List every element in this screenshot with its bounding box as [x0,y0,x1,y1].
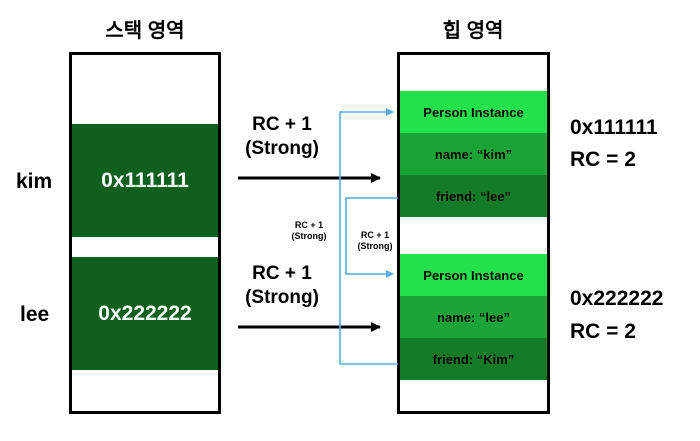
strong-text: (Strong) [245,286,319,308]
heap-object-lee: Person Instance name: “lee” friend: “Kim… [400,254,547,380]
object-address-kim: 0x111111 [570,116,658,139]
rc-text: RC + 1 [360,230,390,240]
strong-text: (Strong) [291,231,327,242]
strong-text: (Strong) [245,137,319,159]
object-friend-field: friend: “Kim” [400,338,547,380]
stack-slot-lee: 0x222222 [72,257,218,370]
object-rc-kim: RC = 2 [570,148,636,171]
var-label-kim: kim [16,170,53,193]
object-name-field: name: “lee” [400,296,547,338]
object-friend-field: friend: “lee” [400,175,547,217]
object-header: Person Instance [400,254,547,296]
friend-arrow-kim-to-lee [345,197,398,278]
strong-ref-label-lee: RC + 1 (Strong) [232,262,332,310]
rc-text: RC + 1 [252,263,312,284]
object-header: Person Instance [400,91,547,133]
strong-ref-label-kim: RC + 1 (Strong) [232,113,332,161]
friend-arrow-lee-to-kim [339,108,398,365]
strong-ref-label-small-2: RC + 1 (Strong) [351,230,399,253]
rc-text: RC + 1 [252,114,312,135]
object-rc-lee: RC = 2 [570,320,636,343]
stack-area-title: 스택 영역 [105,20,185,42]
strong-text: (Strong) [357,241,393,252]
rc-text: RC + 1 [294,220,324,230]
stack-slot-kim: 0x111111 [72,124,218,237]
var-label-lee: lee [20,303,50,326]
strong-ref-label-small-1: RC + 1 (Strong) [284,220,334,243]
object-name-field: name: “kim” [400,133,547,175]
heap-area-title: 힙 영역 [442,20,504,42]
heap-object-kim: Person Instance name: “kim” friend: “lee… [400,91,547,217]
object-address-lee: 0x222222 [570,287,664,310]
